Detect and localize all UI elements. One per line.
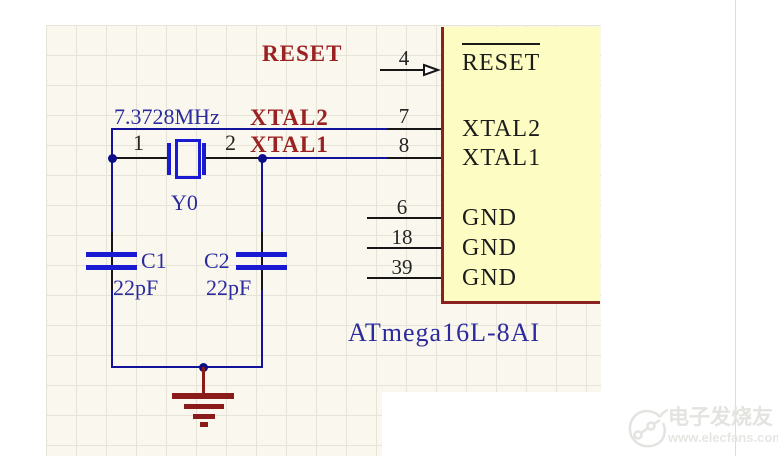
ic-pin-name-gnd-1: GND [462,205,517,231]
wire-left-vertical-upper [111,128,113,232]
page-edge-line [735,0,736,456]
crystal-electrode-right [202,143,206,175]
ground-bar-4 [200,422,208,427]
wire-xtal2-rail [111,128,387,130]
pin-stub-xtal1 [386,157,441,159]
crystal-electrode-left [167,143,171,175]
ic-atmega16-body [441,27,600,304]
crystal-pin2-number: 2 [225,130,236,155]
pin-number-39: 39 [391,255,413,279]
net-label-reset: RESET [262,41,343,66]
c1-designator-label: C1 [141,248,167,273]
crystal-lead-left [113,157,168,159]
pin-stub-reset [380,69,425,71]
pin-stub-xtal2 [386,128,441,130]
watermark-url-text: www.elecfans.com [668,430,778,445]
pin-number-8: 8 [398,133,410,157]
crystal-pin1-number: 1 [133,130,144,155]
c2-designator-label: C2 [204,248,230,273]
pin-number-4: 4 [398,46,410,70]
crystal-lead-right [206,157,262,159]
junction-dot-left [108,154,117,163]
c2-plate-bottom [236,265,287,270]
input-arrow-icon [423,63,441,77]
page-margin-area [382,392,602,456]
c1-value-label: 22pF [113,275,159,300]
c2-plate-top [236,252,287,257]
c1-plate-top [86,252,137,257]
ground-bar-3 [193,414,215,419]
c1-pin-lead [111,232,113,290]
ic-pin-name-reset: RESET [462,43,541,75]
ic-pin-name-xtal2: XTAL2 [462,116,542,142]
c2-pin-lead [261,232,263,290]
elecfans-logo-icon [628,408,669,448]
ic-pin-name-gnd-2: GND [462,235,517,261]
crystal-frequency-label: 7.3728MHz [114,104,220,129]
ic-pin-name-xtal1: XTAL1 [462,145,542,171]
c1-plate-bottom [86,265,137,270]
pin-number-18: 18 [391,225,413,249]
crystal-designator-label: Y0 [171,190,198,215]
ic-part-number-label: ATmega16L-8AI [348,318,541,347]
ground-bar-1 [172,393,234,399]
net-label-xtal2: XTAL2 [250,105,329,130]
wire-right-vertical-upper [261,157,263,232]
c2-value-label: 22pF [206,275,252,300]
crystal-body [175,139,201,179]
wire-left-vertical-lower [111,290,113,368]
watermark-brand-text: 电子发烧友 [668,405,773,429]
pin-stub-gnd-1 [367,217,441,219]
pin-stub-gnd-2 [367,247,441,249]
ground-stem [202,367,205,394]
wire-bottom-rail [111,366,263,368]
pin-number-7: 7 [398,104,410,128]
wire-xtal1 [261,157,387,159]
ic-pin-name-gnd-3: GND [462,265,517,291]
ground-bar-2 [184,404,224,409]
pin-stub-gnd-3 [367,277,441,279]
junction-dot-right [258,154,267,163]
pin-number-6: 6 [396,195,408,219]
net-label-xtal1: XTAL1 [250,132,329,157]
wire-right-vertical-lower [261,290,263,368]
